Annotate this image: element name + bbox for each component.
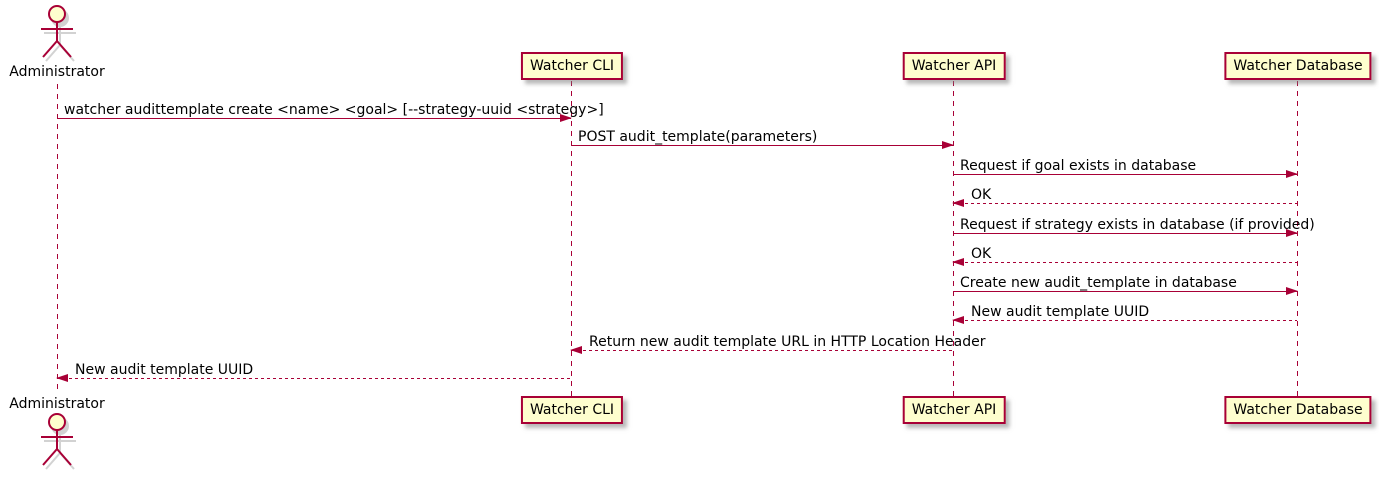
participant-watcher-database-bottom: Watcher Database	[1224, 396, 1372, 424]
participant-watcher-api-top: Watcher API	[902, 52, 1006, 80]
message-9-arrow	[570, 346, 953, 354]
message-10-label: New audit template UUID	[75, 362, 254, 378]
message-8: New audit template UUID	[952, 304, 1297, 324]
message-3-arrow	[953, 170, 1298, 178]
message-3: Request if goal exists in database	[953, 158, 1298, 178]
administrator-label-top: Administrator	[9, 64, 105, 80]
message-7-label: Create new audit_template in database	[960, 275, 1237, 291]
message-5-arrow	[953, 229, 1298, 237]
message-6-arrow	[952, 258, 1297, 266]
arrowhead-right-icon	[1286, 287, 1298, 295]
message-1: watcher audittemplate create <name> <goa…	[57, 102, 604, 122]
lifeline-watcher-api	[953, 81, 954, 396]
message-2-arrow	[571, 141, 954, 149]
message-10: New audit template UUID	[56, 362, 571, 382]
arrowhead-left-icon	[952, 316, 964, 324]
message-6-label: OK	[971, 246, 992, 262]
message-9: Return new audit template URL in HTTP Lo…	[570, 334, 986, 354]
message-3-label: Request if goal exists in database	[960, 158, 1197, 174]
message-2-label: POST audit_template(parameters)	[578, 129, 818, 145]
participant-watcher-api-bottom: Watcher API	[902, 396, 1006, 424]
message-7: Create new audit_template in database	[953, 275, 1298, 295]
arrowhead-right-icon	[560, 114, 572, 122]
participant-watcher-cli-bottom: Watcher CLI	[520, 396, 624, 424]
lifeline-watcher-cli	[571, 81, 572, 396]
message-4-arrow	[952, 199, 1297, 207]
administrator-actor-icon-top	[41, 5, 76, 62]
message-10-arrow	[56, 374, 571, 382]
arrowhead-right-icon	[1286, 229, 1298, 237]
message-8-label: New audit template UUID	[971, 304, 1150, 320]
message-7-arrow	[953, 287, 1298, 295]
arrowhead-left-icon	[952, 199, 964, 207]
arrowhead-left-icon	[56, 374, 68, 382]
message-4-label: OK	[971, 187, 992, 203]
arrowhead-right-icon	[942, 141, 954, 149]
arrowhead-left-icon	[952, 258, 964, 266]
administrator-label-bottom: Administrator	[9, 396, 105, 412]
lifeline-administrator	[57, 84, 58, 394]
participant-watcher-database-top: Watcher Database	[1224, 52, 1372, 80]
message-8-arrow	[952, 316, 1297, 324]
lifeline-watcher-database	[1297, 81, 1298, 396]
message-5: Request if strategy exists in database (…	[953, 217, 1315, 237]
message-9-label: Return new audit template URL in HTTP Lo…	[589, 334, 986, 350]
administrator-actor-icon-bottom	[41, 413, 76, 470]
message-1-label: watcher audittemplate create <name> <goa…	[64, 102, 604, 118]
message-1-arrow	[57, 114, 572, 122]
arrowhead-right-icon	[1286, 170, 1298, 178]
arrowhead-left-icon	[570, 346, 582, 354]
message-6: OK	[952, 246, 1297, 266]
message-4: OK	[952, 187, 1297, 207]
participant-watcher-cli-top: Watcher CLI	[520, 52, 624, 80]
message-2: POST audit_template(parameters)	[571, 129, 954, 149]
message-5-label: Request if strategy exists in database (…	[960, 217, 1315, 233]
